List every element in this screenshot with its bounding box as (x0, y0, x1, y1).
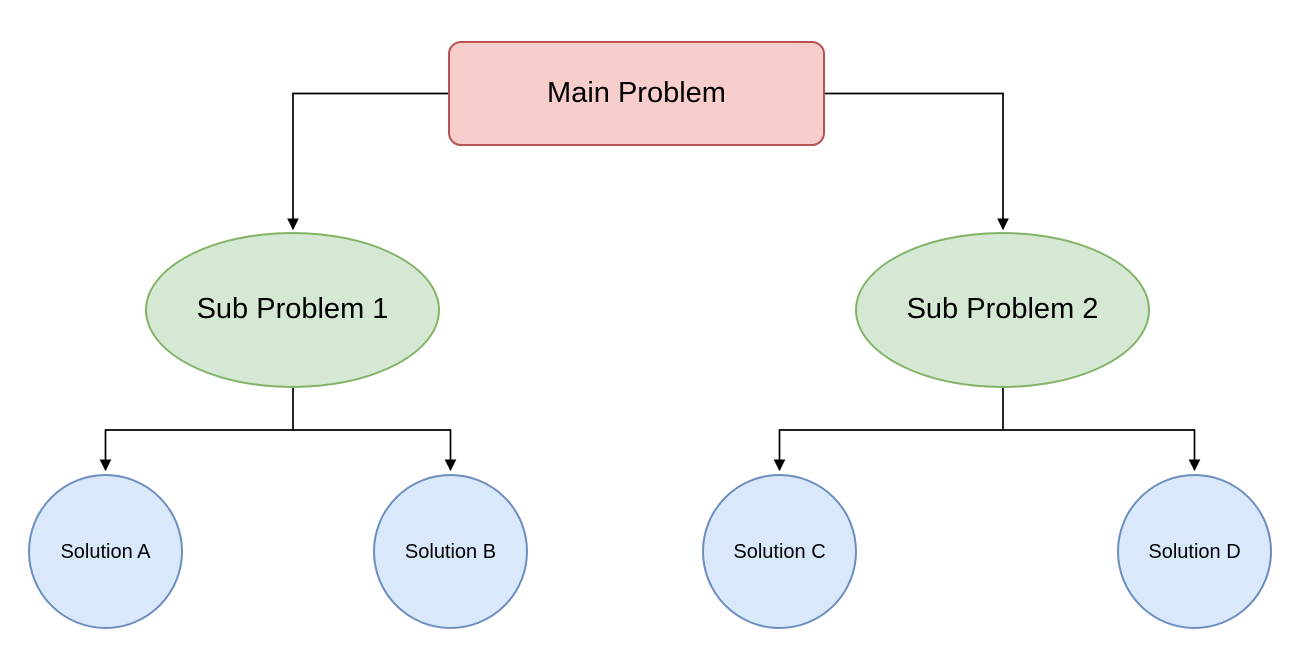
node-sub-problem-2-label: Sub Problem 2 (906, 293, 1099, 326)
node-sub-problem-1: Sub Problem 1 (145, 232, 440, 388)
edge-main-to-sub2 (825, 92, 1009, 231)
node-main-problem: Main Problem (448, 41, 825, 146)
edge-sub2-to-solution-c (773, 388, 1004, 472)
node-sub-problem-2: Sub Problem 2 (855, 232, 1150, 388)
node-solution-b-label: Solution B (404, 540, 497, 563)
node-main-problem-label: Main Problem (547, 76, 726, 109)
node-solution-d-label: Solution D (1148, 540, 1241, 563)
edge-main-to-sub1 (287, 92, 448, 231)
node-sub-problem-1-label: Sub Problem 1 (196, 293, 389, 326)
node-solution-a-label: Solution A (60, 540, 151, 563)
node-solution-d: Solution D (1117, 474, 1272, 629)
node-solution-a: Solution A (28, 474, 183, 629)
node-solution-c: Solution C (702, 474, 857, 629)
edge-sub2-to-solution-d (1003, 429, 1201, 472)
node-solution-c-label: Solution C (733, 540, 826, 563)
edge-sub1-to-solution-a (99, 388, 294, 472)
node-solution-b: Solution B (373, 474, 528, 629)
edge-sub1-to-solution-b (293, 429, 457, 472)
